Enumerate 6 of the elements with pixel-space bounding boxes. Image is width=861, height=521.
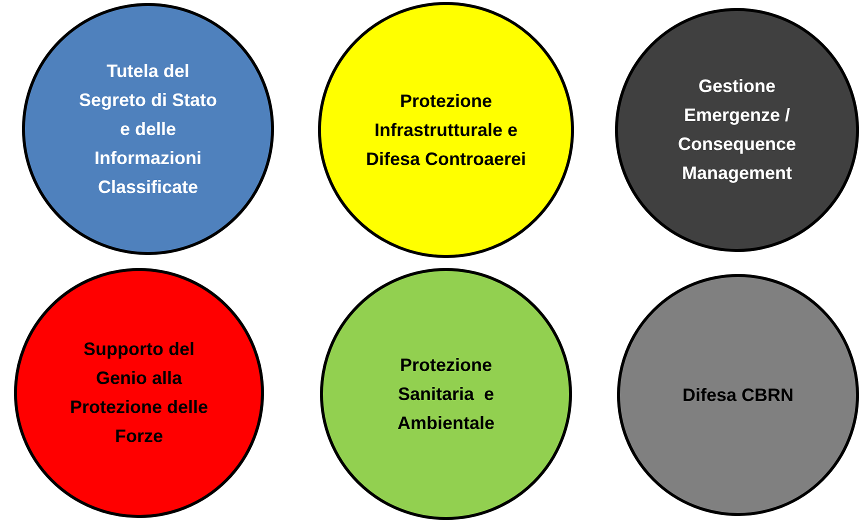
circle-label: Protezione Sanitaria e Ambientale xyxy=(396,354,496,434)
circle-label: Protezione Infrastrutturale e Difesa Controaerei xyxy=(364,90,528,170)
circle-label: Supporto del Genio alla Protezione delle Forze xyxy=(69,338,209,448)
circle-label: Difesa CBRN xyxy=(681,384,795,406)
circle-label: Gestione Emergenze / Consequence Management xyxy=(676,75,798,185)
circle-label: Tutela del Segreto di Stato e delle Informazioni Classificate xyxy=(78,60,218,198)
